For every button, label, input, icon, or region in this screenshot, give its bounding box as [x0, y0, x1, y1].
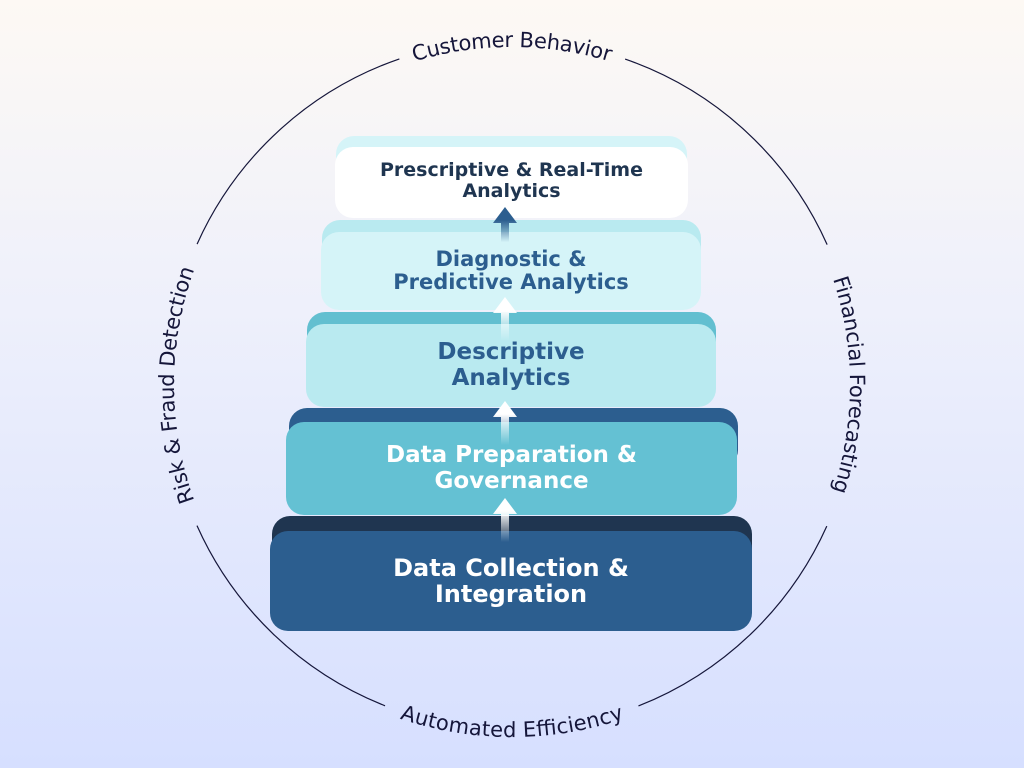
- tier-descriptive: Descriptive Analytics: [306, 324, 716, 407]
- tier-data-collection: Data Collection & Integration: [270, 531, 752, 631]
- tier-label: Descriptive Analytics: [437, 339, 585, 391]
- up-arrow-icon: [493, 401, 517, 445]
- up-arrow-icon: [493, 297, 517, 341]
- ring-label-bottom: Automated Efficiency: [398, 701, 626, 743]
- tier-prescriptive: Prescriptive & Real-Time Analytics: [335, 147, 688, 218]
- tier-data-preparation: Data Preparation & Governance: [286, 422, 737, 515]
- tier-diagnostic-predictive: Diagnostic & Predictive Analytics: [321, 232, 701, 310]
- ring-label-top: Customer Behavior: [409, 28, 615, 66]
- tier-label: Data Collection & Integration: [393, 553, 629, 608]
- tier-label: Diagnostic & Predictive Analytics: [393, 246, 629, 294]
- tier-label: Data Preparation & Governance: [386, 442, 637, 494]
- up-arrow-icon: [493, 498, 517, 542]
- up-arrow-icon: [493, 207, 517, 251]
- ring-label-right: Financial Forecasting: [828, 273, 869, 497]
- tier-label: Prescriptive & Real-Time Analytics: [379, 158, 643, 202]
- ring-label-left: Risk & Fraud Detection: [155, 263, 199, 507]
- ring-circle: [166, 39, 858, 731]
